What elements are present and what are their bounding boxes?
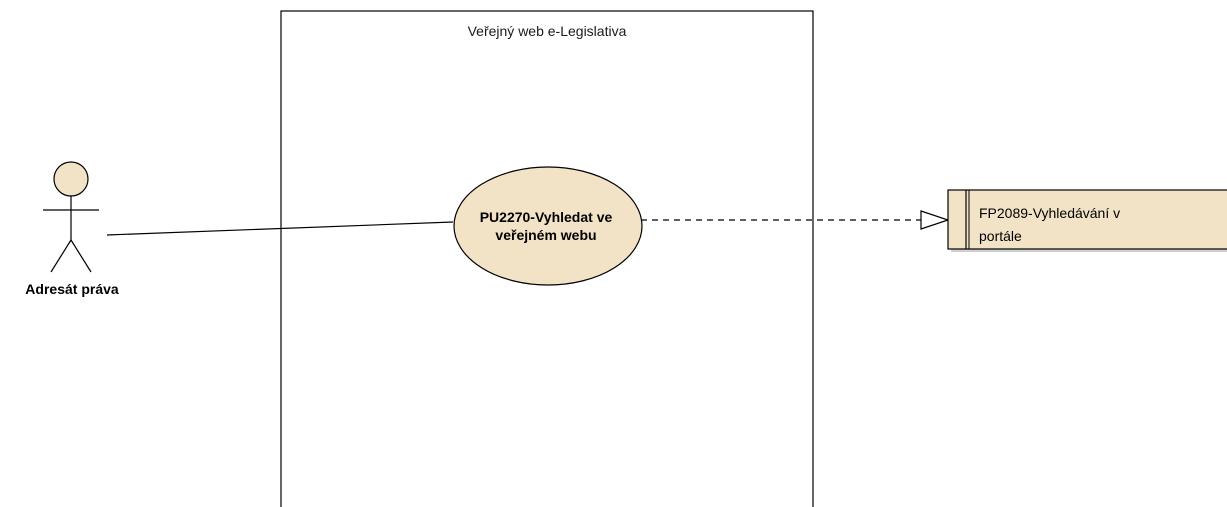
association-line[interactable] [106,221,454,236]
system-boundary-title: Veřejný web e-Legislativa [468,23,627,39]
use-case-pu2270[interactable]: PU2270-Vyhledat ve veřejném webu [453,166,643,286]
use-case-ellipse [453,166,643,286]
component-label-line1: FP2089-Vyhledávání v [979,205,1120,221]
realization-arrowhead-icon [920,210,950,230]
actor-adresat-prava[interactable]: Adresát práva [25,161,119,297]
component-fp2089[interactable]: FP2089-Vyhledávání v portále [947,189,1227,252]
use-case-label-line2: veřejném webu [495,227,596,243]
use-case-label-line1: PU2270-Vyhledat ve [480,209,613,225]
component-box [947,189,1227,250]
actor-name: Adresát práva [25,281,119,297]
component-label-line2: portále [979,228,1022,244]
realization-connector[interactable] [641,210,950,230]
stick-figure-actor-icon [43,161,99,273]
